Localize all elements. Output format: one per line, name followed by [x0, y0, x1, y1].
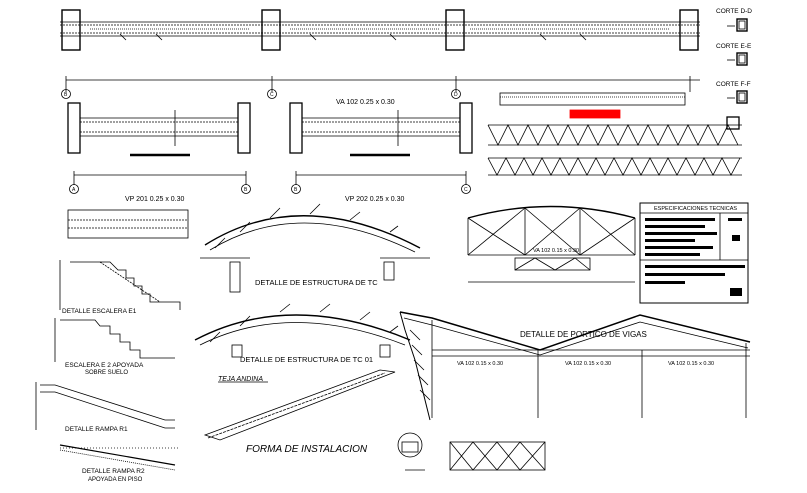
detalle-rampa-r1-label: DETALLE RAMPA R1 [65, 426, 128, 433]
detalle-tc01-label: DETALLE DE ESTRUCTURA DE TC 01 [240, 355, 373, 364]
corte-dd-label: CORTE D-D [716, 8, 752, 15]
top-beam-elevation [60, 9, 700, 92]
portico-de-vigas [399, 311, 751, 421]
axis-label-d: D [454, 92, 458, 98]
rampa-r1 [35, 382, 175, 430]
escalera-e2-line2: SOBRE SUELO [85, 370, 128, 376]
truss-elevations [487, 92, 742, 176]
axis-bubbles-top [61, 89, 461, 99]
va102-truss-label: VA 102 0.15 x 0.30 [533, 248, 579, 254]
vp201-label: VP 201 0.25 x 0.30 [125, 196, 185, 203]
axis-label-c: C [270, 92, 274, 98]
forma-instalacion-label: FORMA DE INSTALACION [246, 444, 368, 455]
second-row-beams [67, 102, 473, 194]
section-cuts [727, 18, 748, 104]
corte-ee-label: CORTE E-E [716, 43, 752, 50]
especificaciones-label: ESPECIFICACIONES TECNICAS [654, 206, 737, 212]
detalle-portico-label: DETALLE DE PORTICO DE VIGAS [520, 330, 647, 339]
va102-c-label: VA 102 0.15 x 0.30 [668, 361, 714, 367]
axis-label-b3: B [294, 187, 298, 193]
rampa-r2 [59, 444, 180, 471]
axis-label-b2: B [244, 187, 248, 193]
va102-b-label: VA 102 0.15 x 0.30 [565, 361, 611, 367]
escalera-e1 [59, 260, 181, 310]
detalle-rampa-r2-line1: DETALLE RAMPA R2 [82, 468, 145, 475]
axis-label-c2: C [464, 187, 468, 193]
arched-truss-elevation [467, 205, 636, 283]
especificaciones-table [639, 202, 749, 304]
escalera-e2 [54, 318, 175, 362]
vp202-label: VP 202 0.25 x 0.30 [345, 196, 405, 203]
bottom-details [397, 432, 546, 471]
va102-top-label: VA 102 0.25 x 0.30 [336, 99, 395, 106]
tc01-section [194, 303, 411, 358]
teja-andina-label: TEJA ANDINA [218, 376, 263, 383]
detalle-rampa-r2-line2: APOYADA EN PISO [88, 477, 143, 483]
escalera-e2-line1: ESCALERA E 2 APOYADA [65, 362, 144, 369]
corte-ff-label: CORTE F-F [716, 81, 751, 88]
vp201-section [67, 203, 430, 293]
detalle-estructura-label: DETALLE DE ESTRUCTURA DE TC [255, 278, 378, 287]
axis-label-b: B [64, 92, 68, 98]
detalle-escalera-e1-label: DETALLE ESCALERA E1 [62, 308, 137, 315]
va102-a-label: VA 102 0.15 x 0.30 [457, 361, 503, 367]
teja-andina-installation [203, 369, 396, 441]
axis-label-a: A [72, 187, 76, 193]
